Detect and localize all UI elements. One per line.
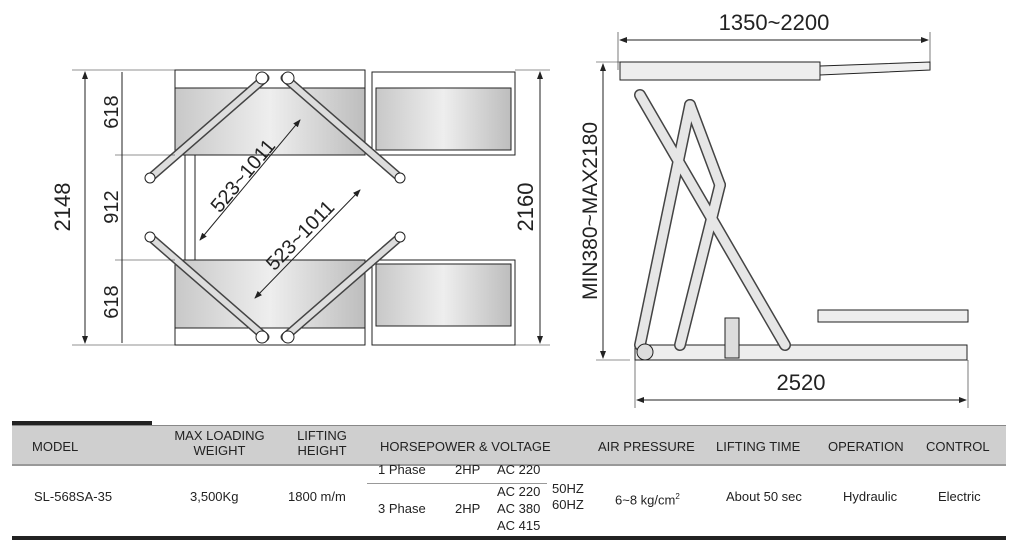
cell-phase3: 3 Phase (378, 501, 426, 516)
air-pressure-value: 6~8 kg/cm (615, 492, 676, 508)
dim-total-right: 2160 (513, 183, 538, 232)
side-view (596, 32, 969, 408)
cell-lifting-time: About 50 sec (726, 489, 802, 504)
cell-phase3-voltage-2: AC 380 (497, 501, 541, 516)
dim-length: 2520 (777, 370, 826, 395)
cell-control: Electric (938, 489, 981, 504)
dim-bottom: 618 (101, 285, 123, 318)
cell-weight: 3,500Kg (190, 489, 239, 504)
air-pressure-sup: 2 (675, 492, 680, 501)
cell-phase3-voltage-1: AC 220 (497, 484, 541, 499)
cell-model: SL-568SA-35 (34, 489, 113, 504)
cell-air-pressure: 6~8 kg/cm2 (615, 489, 680, 507)
top-view (72, 69, 550, 346)
cell-height: 1800 m/m (288, 489, 346, 504)
dim-width: 1350~2200 (719, 10, 830, 35)
dim-middle: 912 (101, 190, 123, 223)
header-lifting-line1: LIFTING (297, 428, 347, 443)
header-lifting-time: LIFTING TIME (716, 439, 801, 454)
cell-hz-60: 60HZ (552, 497, 584, 512)
table-top-bar (12, 421, 152, 425)
dim-height: MIN380~MAX2180 (579, 122, 602, 300)
cell-phase1-hp: 2HP (455, 462, 481, 477)
header-air-pressure: AIR PRESSURE (598, 439, 695, 454)
header-hp-voltage: HORSEPOWER & VOLTAGE (380, 439, 551, 454)
cell-phase1: 1 Phase (378, 462, 426, 477)
cell-operation: Hydraulic (843, 489, 898, 504)
cell-phase3-voltage-3: AC 415 (497, 518, 541, 533)
cell-phase3-hp: 2HP (455, 501, 481, 516)
cell-hz-50: 50HZ (552, 481, 584, 496)
table-row: SL-568SA-35 3,500Kg 1800 m/m 1 Phase 2HP… (12, 462, 1006, 535)
header-max-loading-line2: WEIGHT (193, 443, 246, 458)
header-operation: OPERATION (828, 439, 904, 454)
technical-drawing: 2148 618 912 618 2160 523~1011 523~1011 … (50, 10, 969, 408)
header-max-loading-line1: MAX LOADING (174, 428, 265, 443)
dim-top: 618 (101, 95, 123, 128)
table-bottom-bar (12, 536, 1006, 540)
header-control: CONTROL (926, 439, 990, 454)
cell-phase1-voltage: AC 220 (497, 462, 541, 477)
dim-total-left: 2148 (50, 183, 75, 232)
header-lifting-line2: HEIGHT (297, 443, 347, 458)
header-model: MODEL (32, 439, 79, 454)
phase-separator (367, 483, 547, 484)
